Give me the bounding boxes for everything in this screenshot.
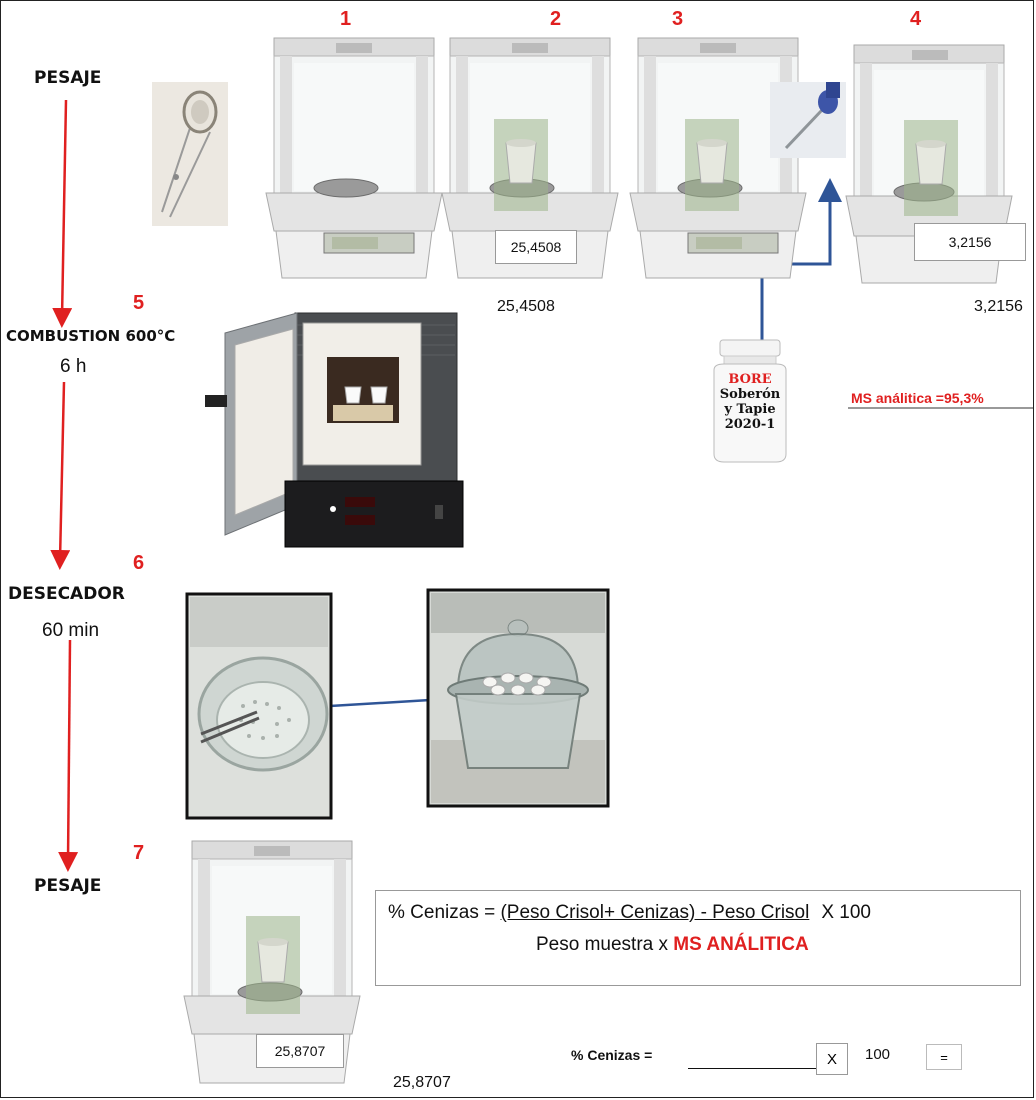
spatula-photo	[770, 82, 846, 158]
balance-7-illustration	[183, 840, 361, 1084]
bottle-label-line4: 2020-1	[724, 417, 776, 432]
combustion-duration: 6 h	[60, 356, 87, 377]
muffle-furnace	[205, 312, 464, 548]
step-number-5: 5	[133, 292, 145, 314]
balance-7-reading: 25,8707	[393, 1074, 451, 1091]
calc-blank-line	[688, 1068, 816, 1069]
step-number-1: 1	[340, 8, 352, 30]
formula-times: X 100	[821, 902, 871, 923]
formula-line-2: Peso muestra x MS ANÁLITICA	[536, 934, 809, 956]
formula-lhs: % Cenizas =	[388, 902, 501, 923]
formula-denominator: Peso muestra x	[536, 934, 674, 955]
combustion-label: COMBUSTION 600°C	[6, 327, 176, 345]
balance-4-illustration	[845, 44, 1013, 284]
step-number-4: 4	[910, 8, 922, 30]
step-number-2: 2	[550, 8, 562, 30]
bottle-label-line2: Soberón	[719, 387, 781, 402]
arrow-pesaje-to-combustion	[52, 99, 73, 328]
calc-hundred: 100	[865, 1046, 891, 1063]
desiccator-connector	[329, 698, 431, 708]
calc-x-box: X	[816, 1043, 848, 1075]
formula-box	[375, 890, 1021, 986]
desecador-duration: 60 min	[42, 620, 100, 641]
calc-equals-box: =	[926, 1044, 962, 1070]
balance-7-display: 25,8707	[256, 1034, 344, 1068]
calc-lhs: % Cenizas =	[571, 1047, 653, 1063]
balance-2-illustration	[441, 37, 619, 279]
step-number-3: 3	[672, 8, 684, 30]
balance-1-illustration	[265, 37, 443, 279]
formula-denominator-highlight: MS ANÁLITICA	[673, 934, 809, 955]
step-number-6: 6	[133, 552, 145, 574]
balance-4-display: 3,2156	[914, 223, 1026, 261]
balance-2-display: 25,4508	[495, 230, 577, 264]
desecador-label: DESECADOR	[8, 584, 125, 604]
desiccator-open-photo	[185, 592, 333, 820]
bottle-to-balance-line	[760, 178, 842, 345]
bottle-label-brand: BORE	[728, 372, 772, 387]
formula-numerator: (Peso Crisol+ Cenizas) - Peso Crisol	[500, 902, 810, 923]
pesaje-label-top: PESAJE	[34, 68, 102, 88]
ms-analitica-label: MS análitica =95,3%	[851, 390, 984, 406]
balance-3-illustration	[629, 37, 807, 279]
bottle-label-line3: y Tapie	[724, 402, 776, 417]
bottle-label: BORE Soberón y Tapie 2020-1	[714, 372, 786, 432]
balance-2-reading: 25,4508	[497, 298, 555, 315]
pesaje-label-bottom: PESAJE	[34, 876, 102, 896]
desiccator-closed-photo	[426, 588, 610, 808]
balance-4-reading: 3,2156	[974, 298, 1023, 315]
sample-bottle	[713, 339, 787, 463]
arrow-desecador-to-pesaje	[58, 639, 79, 872]
formula-line-1: % Cenizas = (Peso Crisol+ Cenizas) - Pes…	[388, 902, 871, 924]
crucible-tongs-photo	[152, 82, 228, 226]
step-number-7: 7	[133, 842, 145, 864]
arrow-combustion-to-desecador	[50, 381, 71, 570]
